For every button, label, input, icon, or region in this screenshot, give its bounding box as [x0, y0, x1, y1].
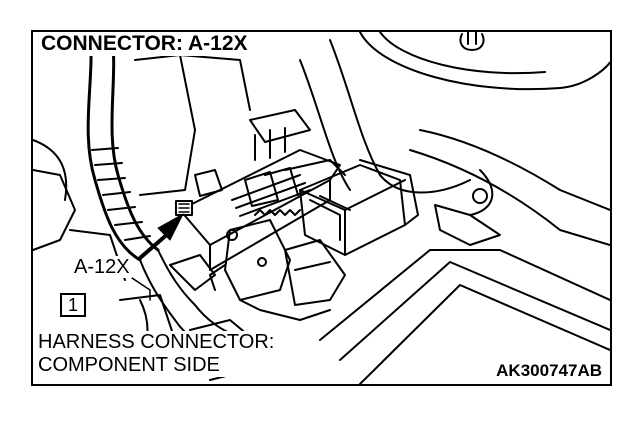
diagram-title: CONNECTOR: A-12X — [38, 32, 251, 56]
connector-callout-label: A-12X — [72, 256, 132, 278]
relay-block — [179, 109, 419, 321]
right-bracket — [434, 204, 501, 246]
wiring-harness — [86, 32, 142, 262]
callout-arrow — [138, 213, 184, 260]
item-number-badge: 1 — [60, 293, 86, 317]
figure-code: AK300747AB — [492, 361, 602, 381]
caption-line-2: COMPONENT SIDE — [38, 354, 220, 376]
connector-a12x — [175, 200, 193, 216]
view-caption: HARNESS CONNECTOR: COMPONENT SIDE — [38, 331, 279, 377]
round-housing — [359, 32, 610, 91]
caption-line-1: HARNESS CONNECTOR: — [38, 331, 275, 353]
bolt-symbol — [459, 32, 485, 51]
